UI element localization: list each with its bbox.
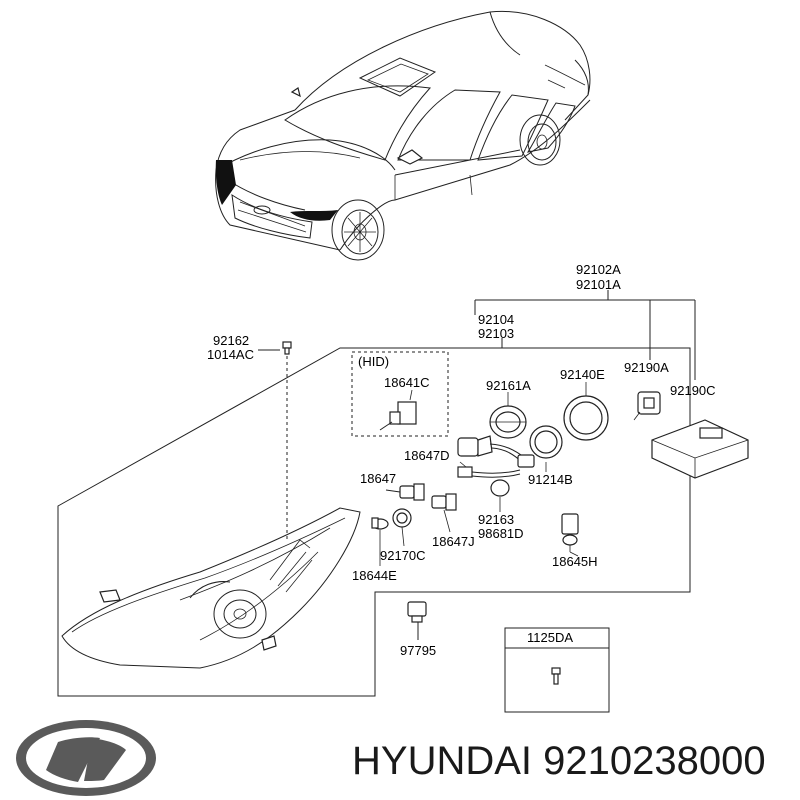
- module-97795: [407, 601, 427, 640]
- label-1125DA: 1125DA: [527, 630, 573, 645]
- assembly-leaders: [57, 290, 696, 697]
- bolt-box-1125DA: [504, 627, 610, 713]
- cap-92163: [490, 479, 510, 497]
- screw-92162: [258, 341, 292, 540]
- label-92163: 92163: [478, 512, 514, 527]
- label-92162: 92162: [213, 333, 249, 348]
- part-leaders: [379, 382, 587, 566]
- ballast-92190C: [651, 419, 749, 479]
- hid-bulb-18641C: [379, 389, 417, 431]
- label-18644E: 18644E: [352, 568, 397, 583]
- label-18647D: 18647D: [404, 448, 450, 463]
- socket-18647D: [457, 435, 535, 478]
- bulb-18647: [385, 483, 425, 501]
- label-18641C: 18641C: [384, 375, 430, 390]
- part-labels: 92102A 92101A 92104 92103 92162 1014AC (…: [207, 262, 716, 658]
- label-92170C: 92170C: [380, 548, 426, 563]
- label-1014AC: 1014AC: [207, 347, 254, 362]
- cap-91214B: [529, 425, 563, 459]
- label-97795: 97795: [400, 643, 436, 658]
- car-illustration: [215, 10, 591, 261]
- label-92103: 92103: [478, 326, 514, 341]
- label-92190C: 92190C: [670, 383, 716, 398]
- label-92101A: 92101A: [576, 277, 621, 292]
- socket-92170C: [392, 508, 412, 528]
- headlamp-housing: [61, 507, 361, 669]
- label-92190A: 92190A: [624, 360, 669, 375]
- label-18647: 18647: [360, 471, 396, 486]
- hyundai-logo: [16, 720, 156, 796]
- label-92102A: 92102A: [576, 262, 621, 277]
- bulb-18645H: [561, 513, 579, 552]
- bulb-18644E: [371, 517, 389, 530]
- label-91214B: 91214B: [528, 472, 573, 487]
- label-92104: 92104: [478, 312, 514, 327]
- label-18645H: 18645H: [552, 554, 598, 569]
- label-hid: (HID): [358, 354, 389, 369]
- caption-part-number: HYUNDAI 9210238000: [352, 739, 766, 783]
- ring-92140E: [563, 395, 609, 441]
- label-92161A: 92161A: [486, 378, 531, 393]
- ring-92161A: [489, 405, 527, 439]
- hid-box: [351, 351, 449, 437]
- label-18647J: 18647J: [432, 534, 475, 549]
- igniter-92190A: [633, 391, 661, 421]
- bulb-18647J: [431, 493, 457, 511]
- label-98681D: 98681D: [478, 526, 524, 541]
- label-92140E: 92140E: [560, 367, 605, 382]
